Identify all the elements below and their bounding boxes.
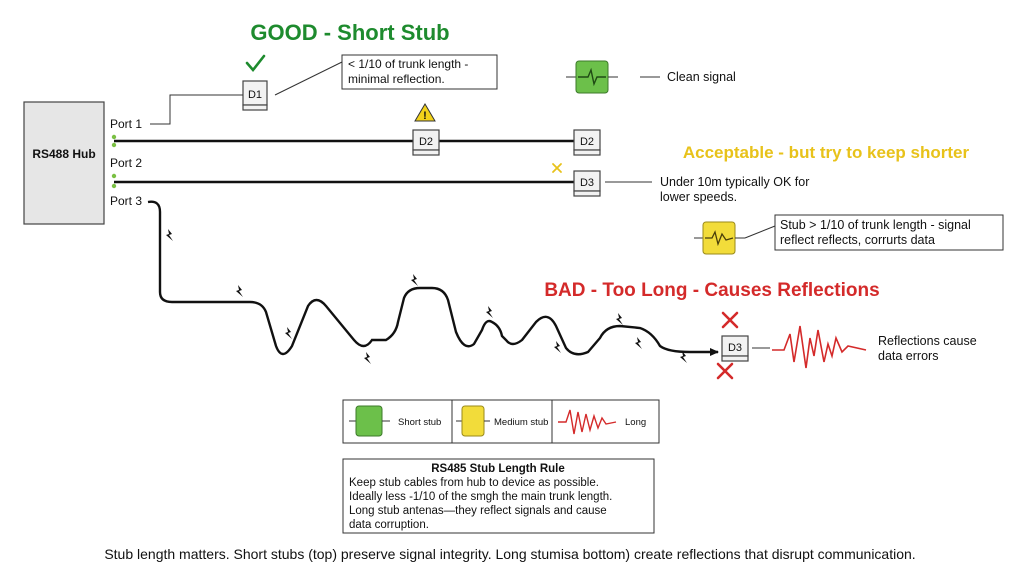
x-mark-icon	[716, 362, 734, 380]
good-callout-leader	[274, 61, 343, 96]
rule-box	[342, 458, 655, 534]
device-d2-mid-label: D2	[419, 136, 433, 148]
legend-short-label: Short stub	[398, 417, 441, 428]
device-d3-bad-base	[721, 355, 749, 362]
x-mark-icon	[721, 311, 739, 329]
bad-heading: BAD - Too Long - Causes Reflections	[544, 280, 879, 301]
device-d2-end-base	[573, 149, 601, 156]
device-d3-bad-label: D3	[728, 342, 742, 354]
clean-signal-label: Clean signal	[667, 70, 736, 84]
port-2-label: Port 2	[110, 156, 142, 170]
rs488-hub	[23, 101, 105, 225]
port-1-label: Port 1	[110, 117, 142, 131]
reflection-wave	[772, 325, 867, 369]
port-2-dot	[111, 173, 117, 179]
good-callout-box	[341, 54, 498, 90]
checkmark-icon	[245, 54, 266, 73]
stub-callout-line1: Stub > 1/10 of trunk length - signal	[780, 218, 971, 232]
legend-long-label: Long	[625, 417, 646, 428]
legend-box	[342, 399, 660, 444]
port-3-label: Port 3	[110, 194, 142, 208]
hub-label: RS488 Hub	[32, 147, 95, 161]
acceptable-note-line1: Under 10m typically OK for	[660, 175, 809, 189]
acceptable-heading: Acceptable - but try to keep shorter	[683, 143, 970, 162]
port-1-dot	[111, 134, 117, 140]
good-callout-line2: minimal reflection.	[348, 72, 445, 86]
rule-title: RS485 Stub Length Rule	[431, 463, 565, 475]
long-stub-cable	[147, 200, 719, 356]
d1-stub-line	[150, 94, 243, 125]
device-d3-port2-base	[573, 190, 601, 197]
device-d2-end-label: D2	[580, 136, 594, 148]
legend-medium-label: Medium stub	[494, 417, 548, 428]
device-d2-mid-base	[412, 149, 440, 156]
device-d3-port2-label: D3	[580, 177, 594, 189]
reflections-note-line1: Reflections cause	[878, 334, 977, 348]
medium-signal-leader	[744, 225, 776, 239]
x-mark-icon	[552, 163, 562, 173]
legend-medium-swatch	[461, 405, 485, 437]
rule-line-2: Ideally less -1/10 of the smgh the main …	[349, 491, 612, 503]
medium-signal-wave	[705, 230, 734, 247]
reflections-note-line2: data errors	[878, 349, 938, 363]
rule-line-4: data corruption.	[349, 519, 429, 531]
caption: Stub length matters. Short stubs (top) p…	[104, 546, 915, 562]
stub-callout-box	[774, 214, 1004, 251]
clean-signal-wave	[578, 67, 606, 87]
legend-long-wave	[558, 409, 617, 435]
good-heading: GOOD - Short Stub	[250, 20, 449, 45]
rule-line-3: Long stub antenas—they reflect signals a…	[349, 505, 607, 517]
acceptable-note-line2: lower speeds.	[660, 190, 737, 204]
lightning-bolt-icon	[166, 229, 687, 364]
warning-glyph: !	[423, 110, 427, 122]
good-callout-line1: < 1/10 of trunk length -	[348, 57, 468, 71]
rule-line-1: Keep stub cables from hub to device as p…	[349, 477, 599, 489]
device-d1-label: D1	[248, 89, 262, 101]
warning-triangle-icon	[414, 103, 436, 122]
device-d1-base	[242, 104, 268, 111]
port-2-dot-2	[111, 183, 117, 189]
stub-callout-line2: reflect reflects, corrurts data	[780, 233, 935, 247]
legend-short-swatch	[355, 405, 383, 437]
port-1-dot-2	[111, 142, 117, 148]
